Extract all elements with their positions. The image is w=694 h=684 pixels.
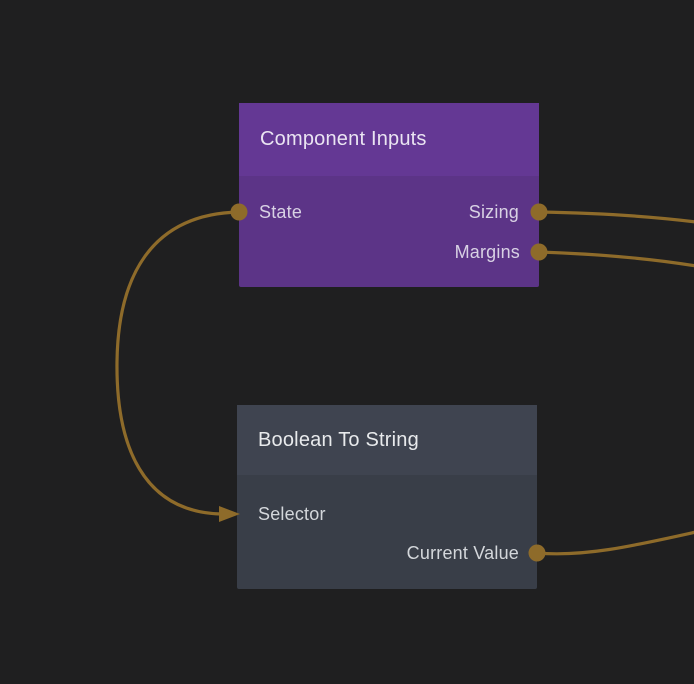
port-label-sizing: Sizing [468,202,519,222]
node-title: Boolean To String [258,428,419,451]
node-title: Component Inputs [260,128,427,150]
node-header[interactable]: Component Inputs [239,103,539,176]
wire-sizing-out[interactable] [537,210,694,224]
port-label-selector: Selector [258,504,326,524]
wire-margins-out[interactable] [537,250,694,268]
node-header[interactable]: Boolean To String [237,405,537,475]
wire-state-to-selector[interactable] [115,210,241,516]
port-label-margins: Margins [454,242,520,262]
wire-current-value-out[interactable] [535,530,694,556]
node-component-inputs[interactable]: Component Inputs State Sizing Margins [239,103,539,287]
port-label-state: State [259,202,303,222]
node-boolean-to-string[interactable]: Boolean To String Selector Current Value [237,405,537,589]
port-label-current-value: Current Value [406,543,519,563]
